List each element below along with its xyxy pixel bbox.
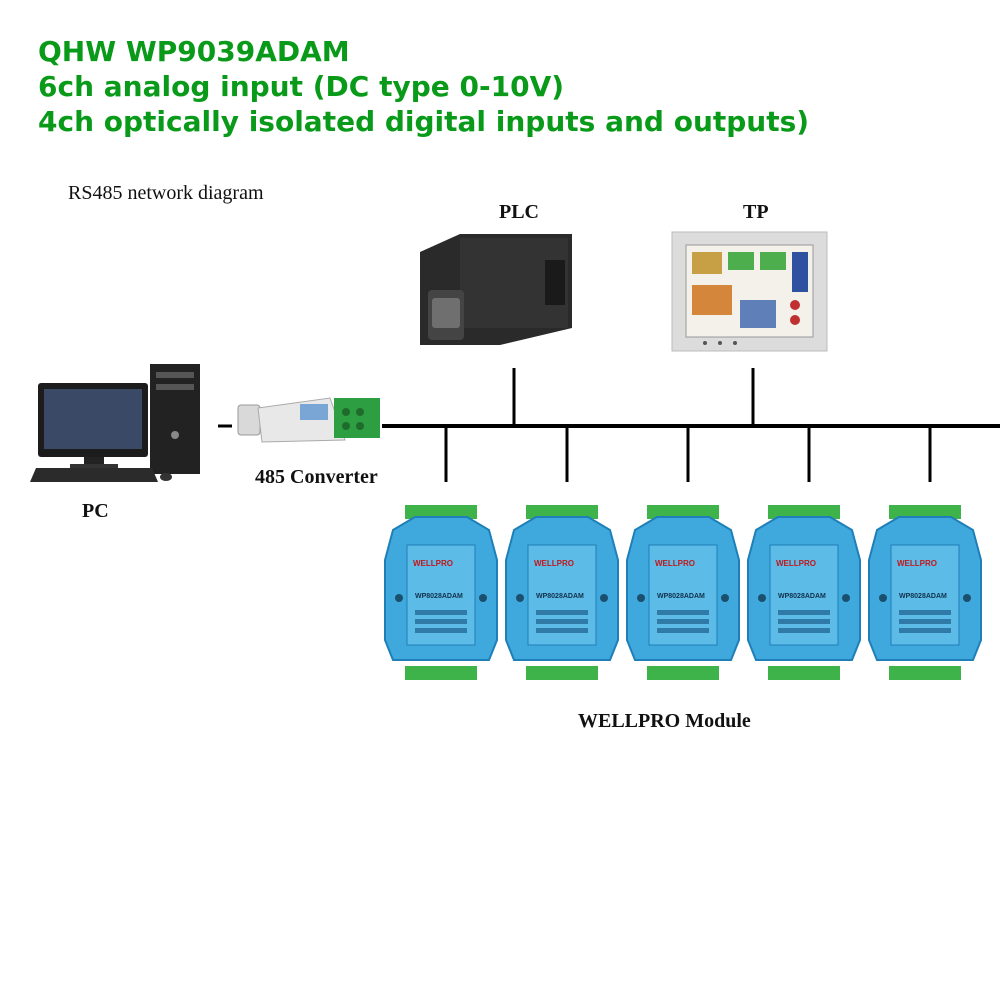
screw-icon <box>721 594 729 602</box>
module-model: WP8028ADAM <box>415 593 463 600</box>
screw-icon <box>963 594 971 602</box>
desktop-computer-icon <box>30 364 200 482</box>
plc-label: PLC <box>499 201 539 223</box>
led-row <box>657 610 709 615</box>
module-brand: WELLPRO <box>897 559 937 568</box>
led-row <box>536 628 588 633</box>
led-row <box>778 610 830 615</box>
led-row <box>657 619 709 624</box>
wellpro-module: WELLPRO WP8028ADAM <box>747 505 861 680</box>
led-row <box>899 628 951 633</box>
wellpro-modules: WELLPROWP8028ADAMWELLPROWP8028ADAMWELLPR… <box>384 505 982 680</box>
module-brand: WELLPRO <box>534 559 574 568</box>
screw-icon <box>842 594 850 602</box>
wellpro-module: WELLPRO WP8028ADAM <box>384 505 498 680</box>
led-row <box>415 628 467 633</box>
wellpro-module: WELLPRO WP8028ADAM <box>626 505 740 680</box>
module-model: WP8028ADAM <box>899 593 947 600</box>
led-row <box>778 628 830 633</box>
led-row <box>536 619 588 624</box>
title-line-model: QHW WP9039ADAM <box>38 35 350 68</box>
diagram-caption: RS485 network diagram <box>68 182 264 204</box>
module-model: WP8028ADAM <box>536 593 584 600</box>
module-brand: WELLPRO <box>413 559 453 568</box>
terminal-strip-top <box>405 505 477 519</box>
module-brand: WELLPRO <box>776 559 816 568</box>
screw-icon <box>879 594 887 602</box>
led-row <box>778 619 830 624</box>
led-row <box>899 619 951 624</box>
module-brand: WELLPRO <box>655 559 695 568</box>
wellpro-module: WELLPRO WP8028ADAM <box>868 505 982 680</box>
plc-device-icon <box>420 234 572 345</box>
pc-label: PC <box>82 500 109 522</box>
led-row <box>415 610 467 615</box>
terminal-strip-bottom <box>768 666 840 680</box>
converter-label: 485 Converter <box>255 466 378 488</box>
module-drop-lines <box>444 426 932 482</box>
terminal-strip-bottom <box>405 666 477 680</box>
led-row <box>536 610 588 615</box>
title-block: QHW WP9039ADAM 6ch analog input (DC type… <box>38 34 978 139</box>
terminal-strip-top <box>889 505 961 519</box>
led-row <box>415 619 467 624</box>
led-row <box>899 610 951 615</box>
rs485-converter-icon <box>237 397 380 443</box>
terminal-strip-top <box>768 505 840 519</box>
title-line-digital: 4ch optically isolated digital inputs an… <box>38 105 810 138</box>
module-model: WP8028ADAM <box>657 593 705 600</box>
screw-icon <box>637 594 645 602</box>
touch-panel-icon <box>671 231 828 352</box>
module-model: WP8028ADAM <box>778 593 826 600</box>
tp-label: TP <box>743 201 769 223</box>
terminal-strip-top <box>526 505 598 519</box>
screw-icon <box>758 594 766 602</box>
screw-icon <box>479 594 487 602</box>
led-row <box>657 628 709 633</box>
modules-label: WELLPRO Module <box>578 710 751 732</box>
terminal-strip-bottom <box>526 666 598 680</box>
title-line-analog: 6ch analog input (DC type 0-10V) <box>38 70 565 103</box>
terminal-strip-bottom <box>647 666 719 680</box>
terminal-strip-bottom <box>889 666 961 680</box>
terminal-strip-top <box>647 505 719 519</box>
wellpro-module: WELLPRO WP8028ADAM <box>505 505 619 680</box>
screw-icon <box>395 594 403 602</box>
screw-icon <box>516 594 524 602</box>
screw-icon <box>600 594 608 602</box>
